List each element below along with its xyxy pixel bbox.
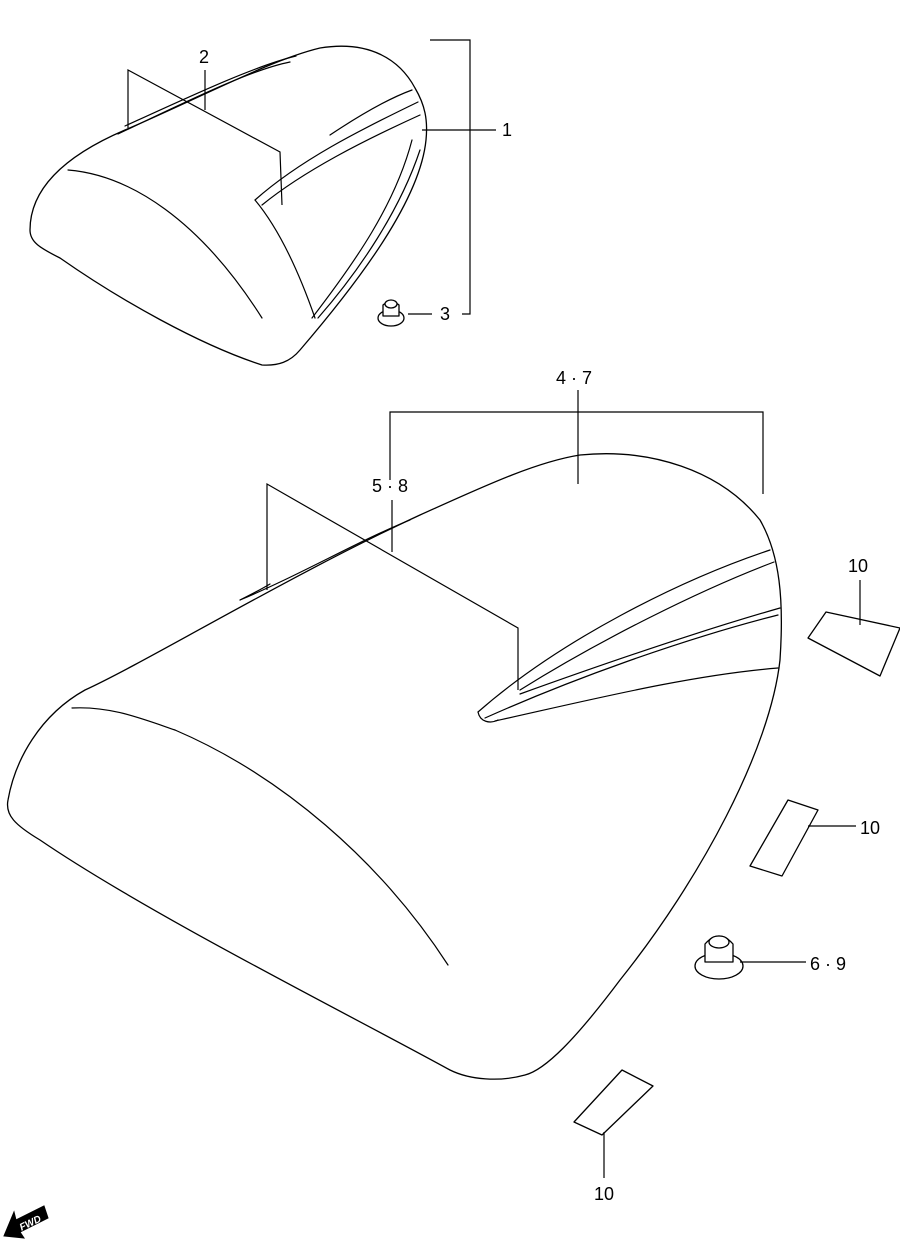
callout-6-9: 6 · 9 xyxy=(810,954,846,974)
callout-10-middle: 10 xyxy=(860,818,880,838)
seat-grommet[interactable] xyxy=(694,935,744,980)
forward-arrow-icon xyxy=(3,1205,49,1239)
cushion-pad-bottom[interactable] xyxy=(573,1069,654,1136)
callout-4-7: 4 · 7 xyxy=(556,368,592,388)
seat-tail-cover[interactable] xyxy=(29,45,428,366)
callout-10-bottom: 10 xyxy=(594,1184,614,1204)
leader-lines xyxy=(127,39,861,1178)
seat-assembly[interactable] xyxy=(6,453,783,1080)
callout-10-right: 10 xyxy=(848,556,868,576)
fwd-direction-badge: FWD xyxy=(3,1205,49,1239)
cushion-pad-right[interactable] xyxy=(807,611,900,677)
cushion-pad-middle[interactable] xyxy=(749,799,819,877)
callout-1: 1 xyxy=(502,120,512,140)
tail-cover-grommet[interactable] xyxy=(377,299,405,327)
callout-2: 2 xyxy=(199,47,209,67)
callout-5-8: 5 · 8 xyxy=(372,476,408,496)
callout-3: 3 xyxy=(440,304,450,324)
